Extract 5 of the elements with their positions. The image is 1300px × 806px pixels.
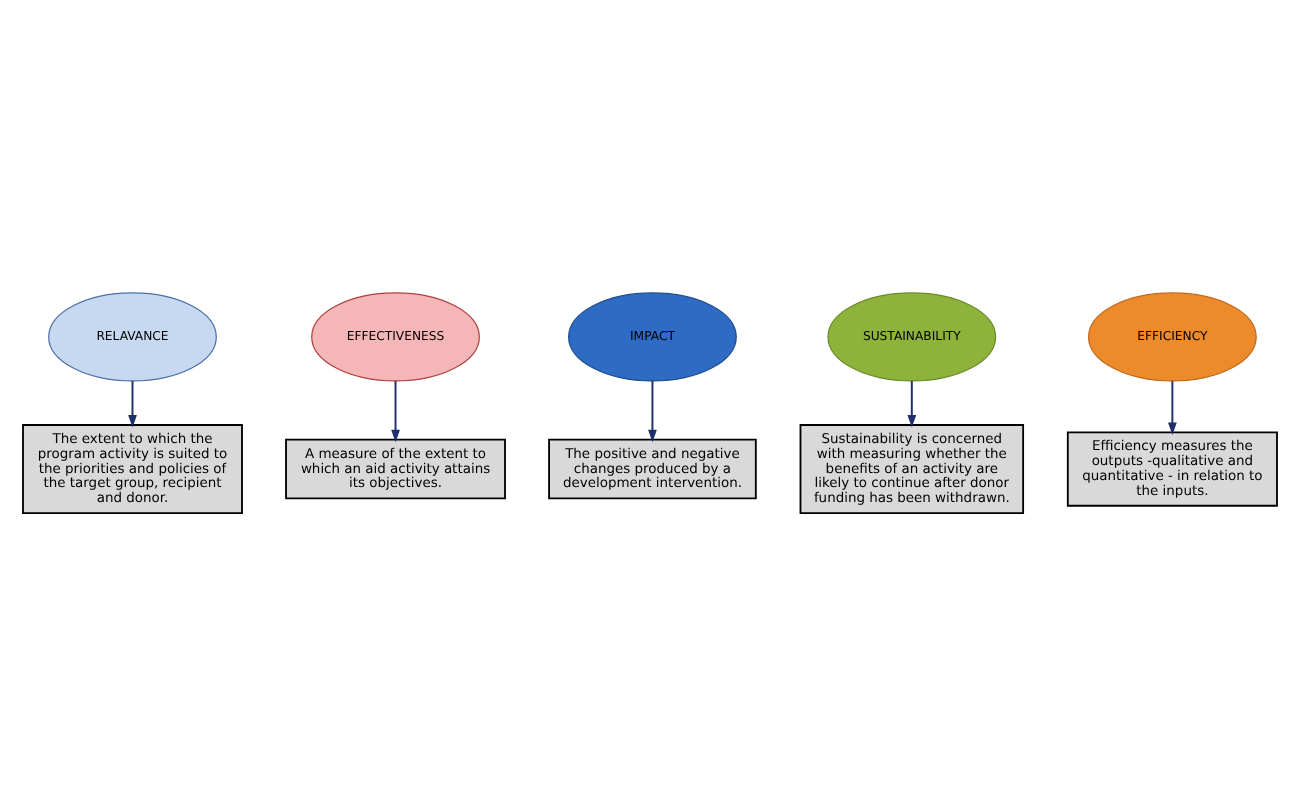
arrow xyxy=(648,380,657,443)
arrow xyxy=(391,380,400,443)
arrow xyxy=(128,380,137,428)
arrow xyxy=(907,380,917,428)
arrow xyxy=(1168,380,1177,435)
